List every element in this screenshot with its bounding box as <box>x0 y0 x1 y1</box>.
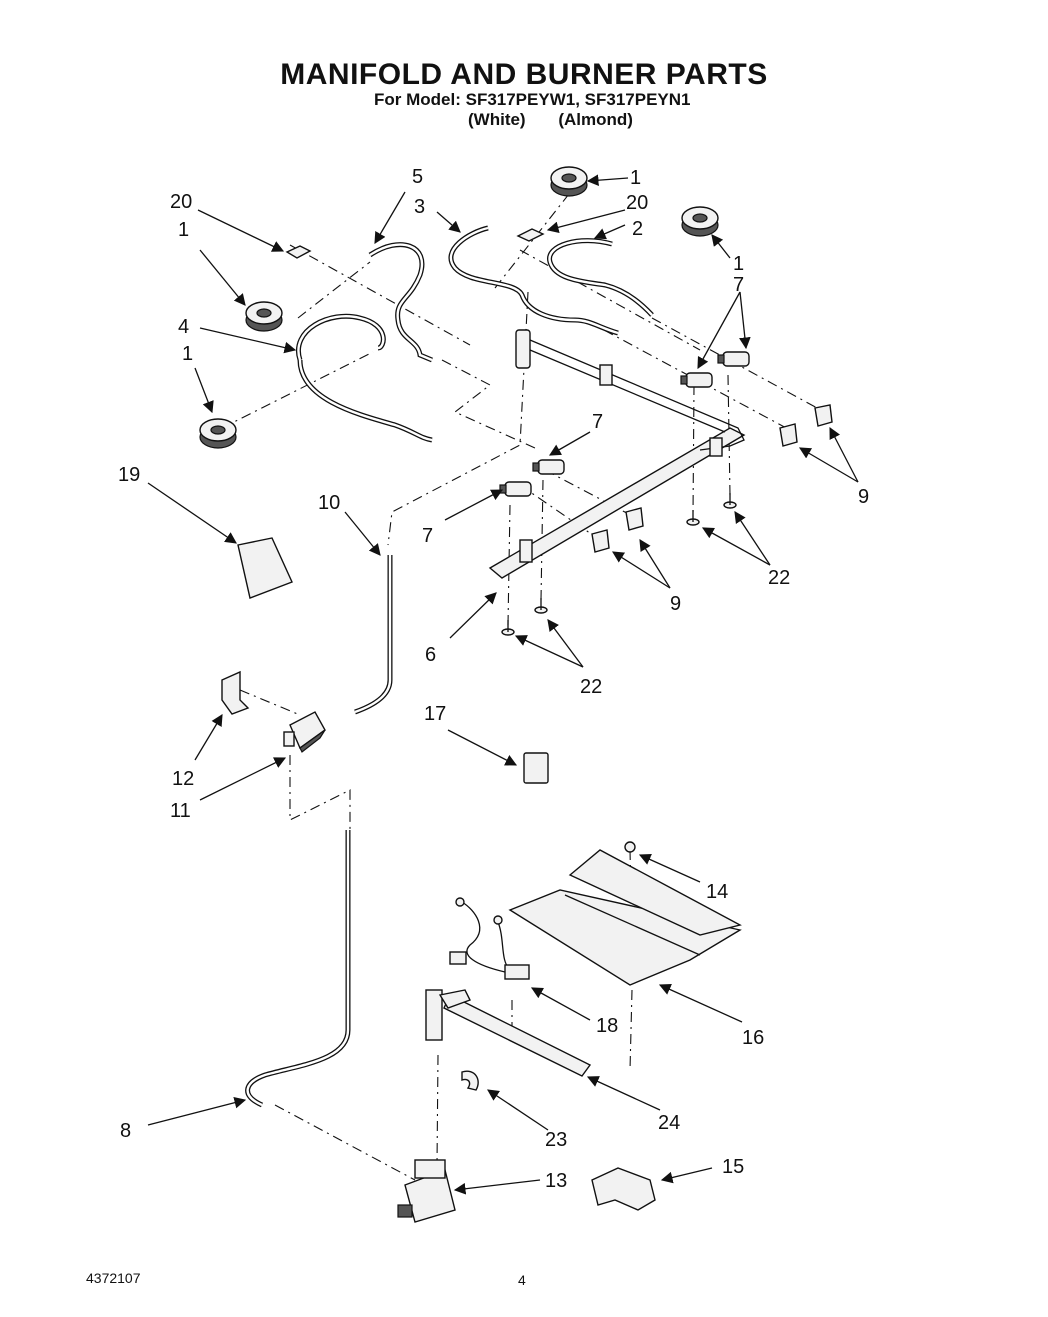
callout-7-upper-a: 7 <box>733 274 744 296</box>
burner-base-left-lower <box>199 418 237 449</box>
mounting-screws <box>501 493 737 636</box>
callout-7-middle: 7 <box>592 411 603 433</box>
callout-16: 16 <box>742 1027 764 1049</box>
terminal-block <box>523 752 549 784</box>
valve-clips <box>591 404 833 553</box>
gas-tubing <box>245 225 654 1108</box>
manifold-pipe <box>488 329 746 579</box>
callout-8: 8 <box>120 1120 131 1142</box>
callout-1-left-upper: 1 <box>178 219 189 241</box>
burner-heat-shield <box>508 849 742 986</box>
callout-20-right: 20 <box>626 192 648 214</box>
callout-17: 17 <box>424 703 446 725</box>
callout-numbers: 1 1 1 1 2 3 4 5 6 7 7 7 7 8 9 9 9 10 11 … <box>118 166 869 1192</box>
page-title: MANIFOLD AND BURNER PARTS <box>280 58 768 91</box>
callout-6: 6 <box>425 644 436 666</box>
callout-5: 5 <box>412 166 423 188</box>
callout-9-lower: 9 <box>670 593 681 615</box>
valve-upper-middle <box>680 372 713 388</box>
callout-14: 14 <box>706 881 728 903</box>
leader-arrows <box>147 174 859 1195</box>
valve-lower-right <box>532 459 565 475</box>
model-subtitle: For Model: SF317PEYW1, SF317PEYN1 <box>374 90 691 109</box>
callout-4: 4 <box>178 316 189 338</box>
callout-2: 2 <box>632 218 643 240</box>
callout-23: 23 <box>545 1129 567 1151</box>
header: MANIFOLD AND BURNER PARTS <box>0 58 1048 92</box>
burner-base-right <box>681 206 719 237</box>
orifice-brackets <box>285 228 545 259</box>
callout-7-lower: 7 <box>422 525 433 547</box>
callout-1-top: 1 <box>630 167 641 189</box>
callout-10: 10 <box>318 492 340 514</box>
callout-24: 24 <box>658 1112 680 1134</box>
document-number: 4372107 <box>86 1270 141 1286</box>
page-number: 4 <box>518 1272 526 1288</box>
callout-22-right: 22 <box>768 567 790 589</box>
regulator-bracket <box>221 670 250 715</box>
callout-19: 19 <box>118 464 140 486</box>
oven-burner-tube <box>425 989 592 1077</box>
mounting-bracket <box>591 1167 656 1211</box>
burner-base-left-upper <box>245 301 283 332</box>
callout-11: 11 <box>170 800 191 822</box>
callout-12: 12 <box>172 768 194 790</box>
callout-3: 3 <box>414 196 425 218</box>
igniter-harness <box>449 897 530 980</box>
rating-label <box>237 537 293 599</box>
callout-18: 18 <box>596 1015 618 1037</box>
variant-white: (White) <box>468 110 526 129</box>
burner-base-top <box>550 166 588 197</box>
oven-safety-valve <box>397 1159 456 1223</box>
pressure-regulator <box>283 711 326 753</box>
callout-9-right: 9 <box>858 486 869 508</box>
burner-valves <box>499 351 750 497</box>
callout-1-right: 1 <box>733 253 744 275</box>
callout-15: 15 <box>722 1156 744 1178</box>
shield-screw <box>624 841 636 853</box>
variant-almond: (Almond) <box>558 110 633 129</box>
burner-base-parts <box>199 166 719 449</box>
callout-20-left: 20 <box>170 191 192 213</box>
callout-13: 13 <box>545 1170 567 1192</box>
igniter-clip <box>461 1070 479 1091</box>
callout-1-left-lower: 1 <box>182 343 193 365</box>
callout-22-lower: 22 <box>580 676 602 698</box>
color-variants: (White) (Almond) <box>468 110 659 130</box>
valve-lower-left <box>499 481 532 497</box>
valve-upper-right <box>717 351 750 367</box>
